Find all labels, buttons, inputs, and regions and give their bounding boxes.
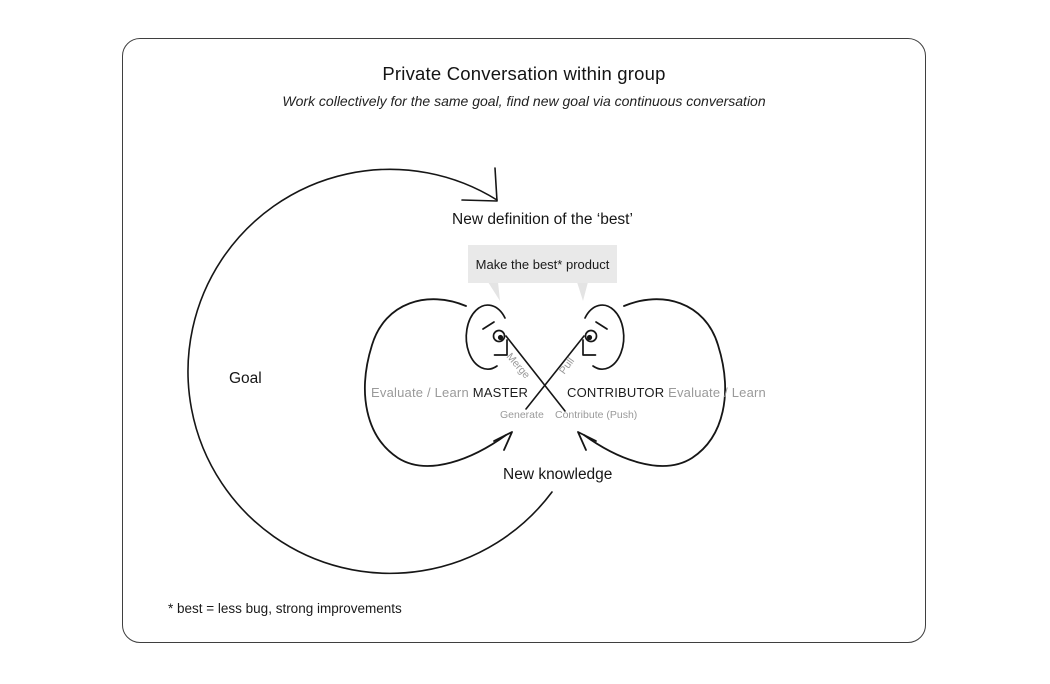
master-face-icon — [465, 304, 508, 370]
pull-line — [525, 335, 585, 410]
goal-cycle-arc — [187, 168, 553, 575]
new-definition-label: New definition of the ‘best’ — [452, 211, 633, 228]
speech-bubble-label: Make the best* product — [475, 256, 610, 272]
speech-bubble: Make the best* product — [468, 245, 617, 283]
merge-line — [505, 335, 566, 412]
speech-bubble-tails — [488, 282, 588, 301]
contributor-face-icon — [582, 304, 625, 370]
master-head-outline — [465, 304, 506, 370]
slide-subtitle: Work collectively for the same goal, fin… — [282, 93, 766, 109]
master-nose — [493, 339, 508, 356]
master-pupil — [497, 334, 504, 341]
goal-cycle-arrowhead-icon — [461, 167, 498, 202]
contributor-head-outline — [584, 304, 625, 370]
master-loop-arc — [364, 298, 507, 467]
contribute-push-label: Contribute (Push) — [555, 409, 638, 421]
contributor-nose — [582, 339, 597, 356]
contributor-activity-label: Evaluate / Learn — [668, 385, 766, 400]
contributor-eyebrow — [595, 321, 608, 330]
contributor-pupil — [586, 334, 593, 341]
master-role-row: Evaluate / Learn MASTER — [371, 385, 528, 400]
slide-title: Private Conversation within group — [382, 63, 666, 84]
bubble-tail-left — [488, 282, 500, 301]
master-eyebrow — [482, 321, 495, 330]
master-activity-label: Evaluate / Learn — [371, 385, 469, 400]
slide-frame — [122, 38, 926, 643]
footnote: * best = less bug, strong improvements — [168, 601, 402, 616]
contributor-role-row: CONTRIBUTOR Evaluate / Learn — [567, 385, 766, 400]
master-role-label: MASTER — [472, 385, 529, 400]
contributor-loop-arrowhead-icon — [577, 431, 597, 451]
goal-label: Goal — [229, 370, 262, 387]
generate-label: Generate — [500, 409, 544, 421]
new-knowledge-label: New knowledge — [503, 466, 613, 483]
master-loop-arrowhead-icon — [493, 431, 513, 451]
bubble-tail-right — [577, 282, 588, 301]
contributor-loop-arc — [583, 298, 726, 467]
contributor-role-label: CONTRIBUTOR — [567, 385, 665, 400]
